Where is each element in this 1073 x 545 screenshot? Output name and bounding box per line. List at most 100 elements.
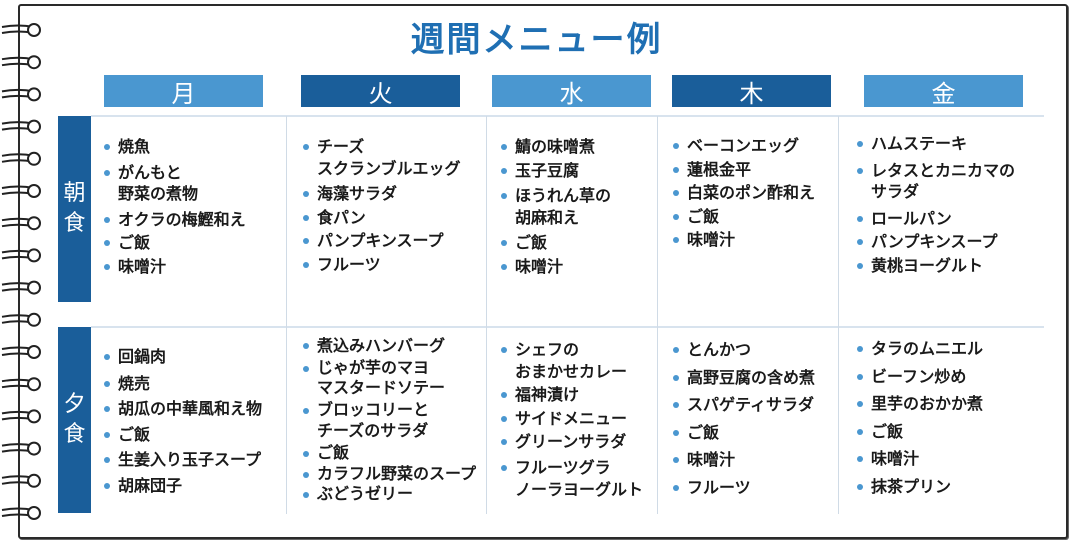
spiral-ring bbox=[1, 248, 41, 263]
menu-item: フルーツ bbox=[672, 477, 815, 499]
spiral-ring bbox=[1, 151, 41, 166]
menu-item: 焼売 bbox=[103, 373, 262, 395]
menu-item: ご飯 bbox=[672, 422, 815, 444]
menu-item: 福神漬け bbox=[500, 384, 643, 406]
menu-item: 胡瓜の中華風和え物 bbox=[103, 398, 262, 420]
menu-item: 蓮根金平 bbox=[672, 159, 815, 181]
menu-item: パンプキンスープ bbox=[856, 231, 1015, 253]
day-header-mon: 月 bbox=[104, 75, 263, 108]
spiral-ring bbox=[1, 119, 41, 134]
dinner-cell-wed: シェフの おまかせカレー 福神漬け サイドメニュー グリーンサラダ フルーツグラ… bbox=[500, 339, 643, 500]
grid-line bbox=[91, 115, 1044, 117]
page-title: 週間メニュー例 bbox=[410, 20, 663, 60]
grid-line bbox=[91, 326, 1044, 328]
menu-item: パンプキンスープ bbox=[302, 230, 461, 252]
menu-item: 味噌汁 bbox=[672, 229, 815, 251]
menu-item: レタスとカニカマの サラダ bbox=[856, 160, 1015, 203]
menu-item: 味噌汁 bbox=[672, 449, 815, 471]
menu-list: チーズ スクランブルエッグ 海藻サラダ 食パン パンプキンスープ フルーツ bbox=[302, 136, 461, 276]
spiral-binding bbox=[1, 23, 41, 520]
dinner-cell-mon: 回鍋肉 焼売 胡瓜の中華風和え物 ご飯 生姜入り玉子スープ 胡麻団子 bbox=[103, 346, 262, 497]
menu-item: じゃが芋のマヨ マスタードソテー bbox=[302, 358, 476, 400]
menu-item: ベーコンエッグ bbox=[672, 135, 815, 157]
menu-item: 黄桃ヨーグルト bbox=[856, 255, 1015, 277]
menu-item: ビーフン炒め bbox=[856, 366, 983, 388]
menu-item: 食パン bbox=[302, 207, 461, 229]
menu-item: 味噌汁 bbox=[500, 256, 611, 278]
menu-item: 抹茶プリン bbox=[856, 476, 983, 498]
menu-item: チーズ スクランブルエッグ bbox=[302, 136, 461, 179]
menu-list: シェフの おまかせカレー 福神漬け サイドメニュー グリーンサラダ フルーツグラ… bbox=[500, 339, 643, 500]
menu-item: 胡麻団子 bbox=[103, 475, 262, 497]
menu-item: フルーツ bbox=[302, 254, 461, 276]
grid-line bbox=[286, 116, 287, 514]
menu-item: グリーンサラダ bbox=[500, 431, 643, 453]
menu-item: 玉子豆腐 bbox=[500, 160, 611, 182]
menu-item: ハムステーキ bbox=[856, 133, 1015, 155]
menu-item: 鯖の味噌煮 bbox=[500, 136, 611, 158]
menu-item: ご飯 bbox=[302, 443, 476, 464]
dinner-cell-tue: 煮込みハンバーグ じゃが芋のマヨ マスタードソテー ブロッコリーと チーズのサラ… bbox=[302, 335, 476, 505]
spiral-ring bbox=[1, 23, 41, 37]
menu-item: 煮込みハンバーグ bbox=[302, 335, 476, 357]
day-header-thu: 木 bbox=[672, 75, 831, 108]
menu-list: 鯖の味噌煮 玉子豆腐 ほうれん草の 胡麻和え ご飯 味噌汁 bbox=[500, 136, 611, 278]
dinner-cell-thu: とんかつ 高野豆腐の含め煮 スパゲティサラダ ご飯 味噌汁 フルーツ bbox=[672, 339, 815, 499]
dinner-cell-fri: タラのムニエル ビーフン炒め 里芋のおかか煮 ご飯 味噌汁 抹茶プリン bbox=[856, 338, 983, 498]
menu-item: 海藻サラダ bbox=[302, 183, 461, 205]
menu-item: 焼魚 bbox=[103, 136, 246, 158]
breakfast-cell-tue: チーズ スクランブルエッグ 海藻サラダ 食パン パンプキンスープ フルーツ bbox=[302, 136, 461, 276]
breakfast-cell-mon: 焼魚 がんもと 野菜の煮物 オクラの梅鰹和え ご飯 味噌汁 bbox=[103, 136, 246, 278]
grid-line bbox=[486, 116, 487, 514]
menu-list: 煮込みハンバーグ じゃが芋のマヨ マスタードソテー ブロッコリーと チーズのサラ… bbox=[302, 335, 476, 505]
menu-item: とんかつ bbox=[672, 339, 815, 361]
meal-label-char: 夕 bbox=[63, 392, 86, 418]
menu-item: 里芋のおかか煮 bbox=[856, 393, 983, 415]
grid-line bbox=[657, 116, 658, 514]
menu-item: ぶどうゼリー bbox=[302, 484, 476, 505]
menu-item: スパゲティサラダ bbox=[672, 394, 815, 416]
menu-item: ご飯 bbox=[500, 232, 611, 254]
menu-item: ご飯 bbox=[856, 421, 983, 443]
menu-item: 生姜入り玉子スープ bbox=[103, 449, 262, 471]
menu-list: 回鍋肉 焼売 胡瓜の中華風和え物 ご飯 生姜入り玉子スープ 胡麻団子 bbox=[103, 346, 262, 497]
spiral-ring bbox=[1, 312, 41, 327]
menu-item: ご飯 bbox=[672, 206, 815, 228]
day-header-wed: 水 bbox=[492, 75, 651, 108]
meal-label-char: 食 bbox=[63, 422, 86, 447]
menu-item: ブロッコリーと チーズのサラダ bbox=[302, 400, 476, 442]
menu-item: シェフの おまかせカレー bbox=[500, 339, 643, 382]
spiral-ring bbox=[1, 184, 41, 198]
menu-list: ハムステーキ レタスとカニカマの サラダ ロールパン パンプキンスープ 黄桃ヨー… bbox=[856, 133, 1015, 277]
breakfast-cell-wed: 鯖の味噌煮 玉子豆腐 ほうれん草の 胡麻和え ご飯 味噌汁 bbox=[500, 136, 611, 278]
menu-item: フルーツグラ ノーラヨーグルト bbox=[500, 457, 643, 500]
menu-item: 味噌汁 bbox=[856, 448, 983, 470]
menu-list: とんかつ 高野豆腐の含め煮 スパゲティサラダ ご飯 味噌汁 フルーツ bbox=[672, 339, 815, 499]
spiral-ring bbox=[1, 441, 41, 456]
menu-list: 焼魚 がんもと 野菜の煮物 オクラの梅鰹和え ご飯 味噌汁 bbox=[103, 136, 246, 278]
day-header-tue: 火 bbox=[301, 75, 460, 108]
breakfast-cell-thu: ベーコンエッグ 蓮根金平 白菜のポン酢和え ご飯 味噌汁 bbox=[672, 135, 815, 251]
menu-item: 白菜のポン酢和え bbox=[672, 182, 815, 204]
menu-item: ご飯 bbox=[103, 232, 246, 254]
spiral-ring bbox=[1, 409, 41, 424]
menu-item: 味噌汁 bbox=[103, 256, 246, 278]
breakfast-cell-fri: ハムステーキ レタスとカニカマの サラダ ロールパン パンプキンスープ 黄桃ヨー… bbox=[856, 133, 1015, 277]
menu-item: ロールパン bbox=[856, 208, 1015, 230]
spiral-ring bbox=[1, 345, 41, 359]
menu-list: タラのムニエル ビーフン炒め 里芋のおかか煮 ご飯 味噌汁 抹茶プリン bbox=[856, 338, 983, 498]
meal-label-char: 食 bbox=[63, 211, 86, 236]
spiral-ring bbox=[1, 506, 41, 520]
spiral-ring bbox=[1, 473, 41, 488]
menu-list: ベーコンエッグ 蓮根金平 白菜のポン酢和え ご飯 味噌汁 bbox=[672, 135, 815, 251]
spiral-ring bbox=[1, 55, 41, 70]
menu-item: タラのムニエル bbox=[856, 338, 983, 360]
menu-item: 回鍋肉 bbox=[103, 346, 262, 368]
menu-item: がんもと 野菜の煮物 bbox=[103, 162, 246, 205]
menu-item: カラフル野菜のスープ bbox=[302, 464, 476, 485]
menu-item: ご飯 bbox=[103, 424, 262, 446]
menu-item: サイドメニュー bbox=[500, 408, 643, 430]
meal-label-dinner: 夕 食 bbox=[58, 327, 91, 513]
menu-item: 高野豆腐の含め煮 bbox=[672, 367, 815, 389]
spiral-ring bbox=[1, 87, 41, 102]
